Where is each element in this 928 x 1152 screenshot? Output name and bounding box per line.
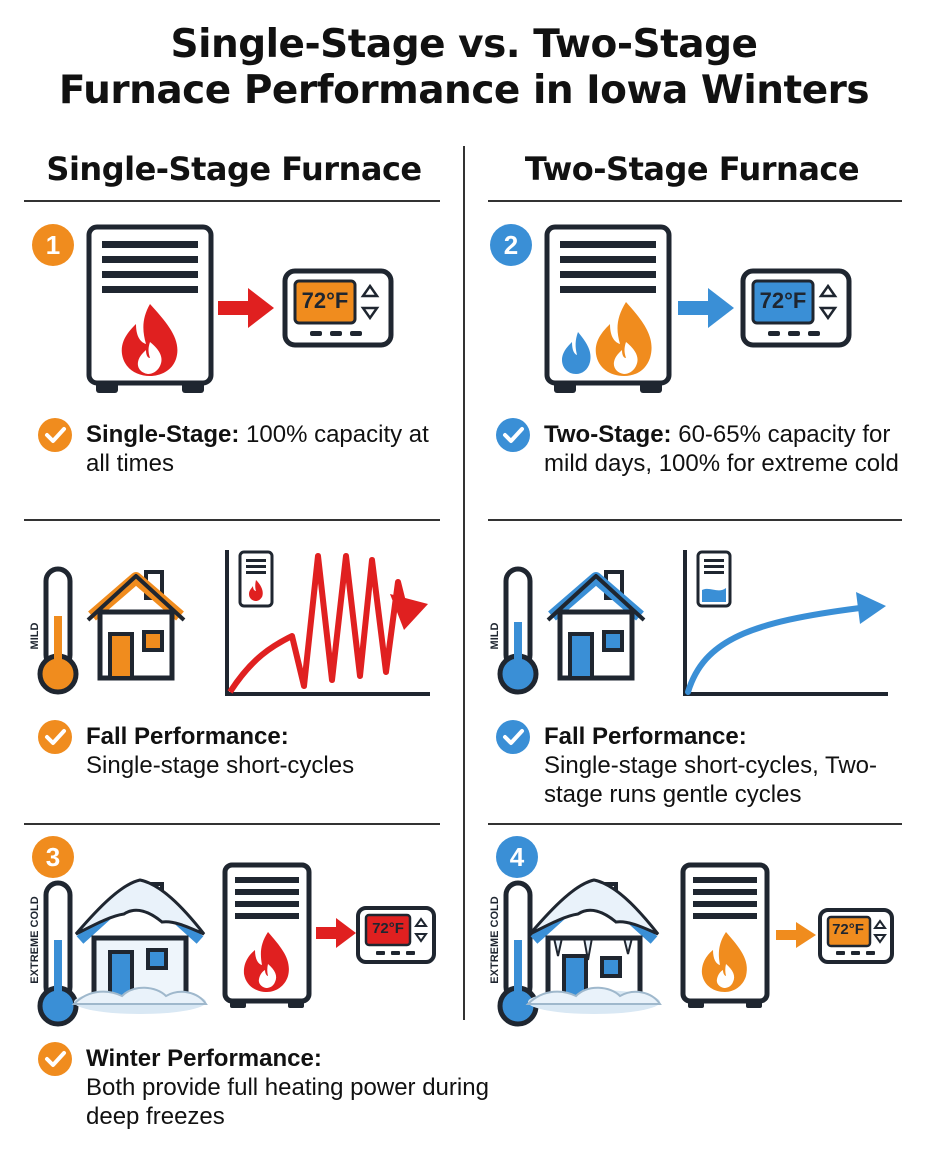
thermometer-label: MILD xyxy=(489,623,501,650)
flame-icon xyxy=(121,304,178,376)
header-rule-left xyxy=(24,200,440,202)
thermometer-icon: MILD xyxy=(29,566,79,695)
house-icon xyxy=(86,570,186,681)
thermostat-icon xyxy=(282,268,394,348)
check-icon xyxy=(38,1042,72,1076)
caption-text: 100% capacity at all times xyxy=(86,421,429,477)
caption-bold: Single-Stage: xyxy=(86,421,240,448)
caption-single-stage: Single-Stage: 100% capacity at all times xyxy=(38,418,438,478)
caption-fall-right: Fall Performance:Single-stage short-cycl… xyxy=(496,720,911,809)
furnace-icon xyxy=(544,224,672,393)
caption-text: 60-65% capacity for mild days, 100% for … xyxy=(544,421,899,477)
check-icon xyxy=(38,720,72,754)
row-rule-right-2 xyxy=(488,823,902,825)
caption-bold: Winter Performance: xyxy=(86,1045,322,1072)
thermometer-icon: EXTREME COLD xyxy=(489,880,539,1027)
cycle-graph-icon xyxy=(683,550,888,696)
caption-bold: Two-Stage: xyxy=(544,421,672,448)
thermometer-icon: MILD xyxy=(489,566,539,695)
column-header-single-stage: Single-Stage Furnace xyxy=(46,150,422,188)
column-header-two-stage: Two-Stage Furnace xyxy=(524,150,860,188)
thermostat-icon xyxy=(356,906,436,964)
step-badge-3: 3 xyxy=(32,836,74,878)
arrow-icon xyxy=(218,288,274,328)
page-title: Single-Stage vs. Two-Stage Furnace Perfo… xyxy=(0,22,928,114)
row-rule-right-1 xyxy=(488,519,902,521)
column-divider xyxy=(463,146,465,1020)
arrow-icon xyxy=(316,918,356,948)
title-line-1: Single-Stage vs. Two-Stage xyxy=(170,22,758,67)
furnace-icon xyxy=(680,862,770,1008)
caption-text: Single-stage short-cycles, Two-stage run… xyxy=(544,752,878,808)
thermostat-icon xyxy=(818,908,894,964)
step-badge-4: 4 xyxy=(496,836,538,878)
arrow-icon xyxy=(678,288,734,328)
thermostat-reading: 72°F xyxy=(301,288,349,313)
furnace-icon xyxy=(86,224,214,393)
title-line-2: Furnace Performance in Iowa Winters xyxy=(58,68,870,113)
check-icon xyxy=(38,418,72,452)
thermostat-reading: 72°F xyxy=(759,288,807,313)
thermometer-label: MILD xyxy=(29,623,41,650)
step-badge-2: 2 xyxy=(490,224,532,266)
thermostat-reading: 72°F xyxy=(372,920,404,937)
furnace-icon xyxy=(222,862,312,1008)
caption-winter: Winter Performance:Both provide full hea… xyxy=(38,1042,498,1131)
caption-two-stage: Two-Stage: 60-65% capacity for mild days… xyxy=(496,418,911,478)
row-rule-left-1 xyxy=(24,519,440,521)
caption-fall-left: Fall Performance:Single-stage short-cycl… xyxy=(38,720,438,780)
arrow-icon xyxy=(776,922,816,948)
cycle-graph-icon xyxy=(225,550,430,696)
thermostat-icon xyxy=(740,268,852,348)
thermostat-reading: 72°F xyxy=(832,921,864,938)
caption-bold: Fall Performance: xyxy=(544,723,747,750)
house-icon xyxy=(71,878,208,1014)
check-icon xyxy=(496,720,530,754)
caption-bold: Fall Performance: xyxy=(86,723,289,750)
caption-text: Both provide full heating power during d… xyxy=(86,1074,489,1130)
header-rule-right xyxy=(488,200,902,202)
house-icon xyxy=(525,878,662,1014)
thermometer-label: EXTREME COLD xyxy=(489,896,501,983)
house-icon xyxy=(546,570,646,681)
thermometer-icon: EXTREME COLD xyxy=(29,880,79,1027)
step-badge-1: 1 xyxy=(32,224,74,266)
caption-text: Single-stage short-cycles xyxy=(86,752,355,779)
thermometer-label: EXTREME COLD xyxy=(29,896,41,983)
row-rule-left-2 xyxy=(24,823,440,825)
check-icon xyxy=(496,418,530,452)
flame-icon xyxy=(562,302,652,376)
